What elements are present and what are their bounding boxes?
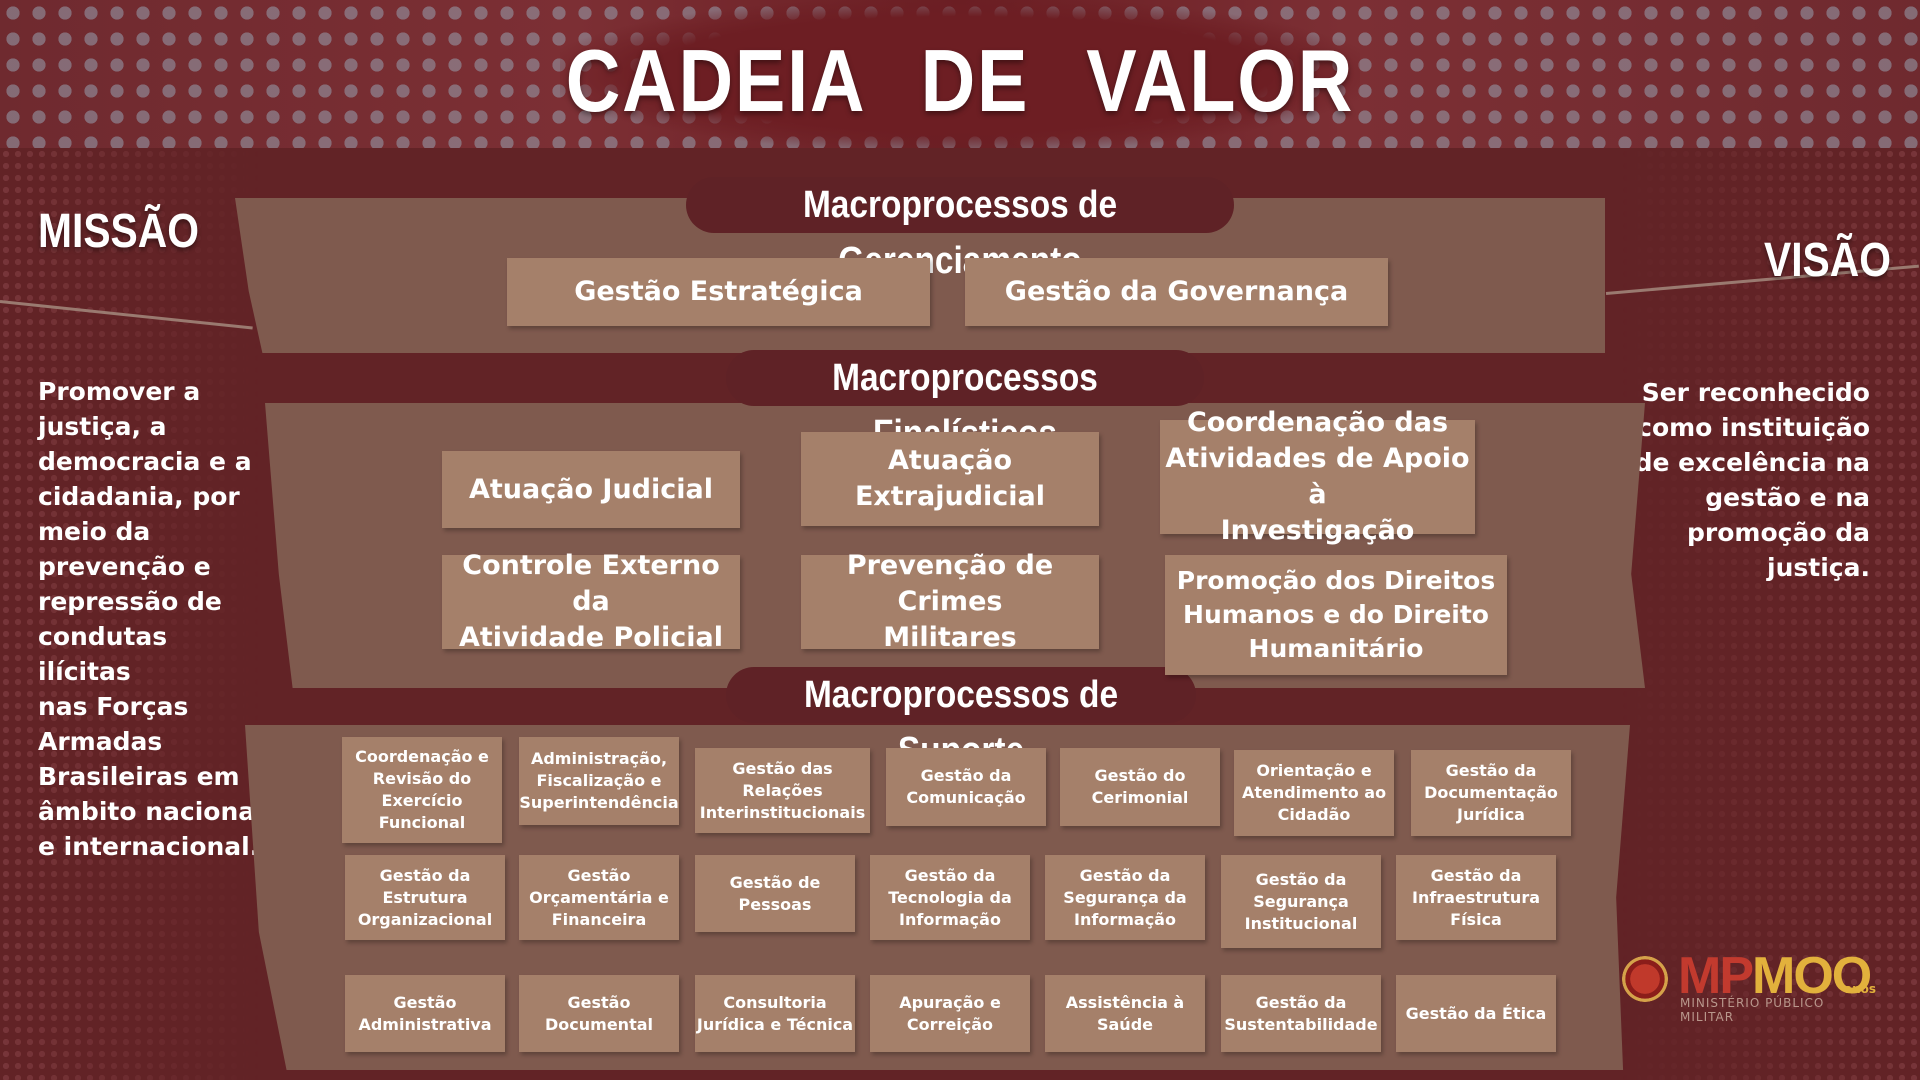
process-label: Prevenção de Crimes Militares <box>846 550 1054 653</box>
logo-anos: anos <box>1844 982 1877 996</box>
process-label: Atuação Extrajudicial <box>854 445 1046 512</box>
process-atuacao-judicial[interactable]: Atuação Judicial <box>442 451 740 528</box>
decorative-dots-left <box>0 148 260 1080</box>
logo-subtitle: MINISTÉRIO PÚBLICO MILITAR <box>1680 996 1825 1024</box>
process-label: Gestão Estratégica <box>574 276 863 307</box>
process-orientacao-atendimento[interactable]: Orientação e Atendimento ao Cidadão <box>1234 750 1394 836</box>
process-gestao-sustentabilidade[interactable]: Gestão da Sustentabilidade <box>1221 975 1381 1052</box>
process-seguranca-informacao[interactable]: Gestão da Segurança da Informação <box>1045 855 1205 940</box>
process-label: Gestão da Comunicação <box>906 766 1026 807</box>
process-apuracao-correicao[interactable]: Apuração e Correição <box>870 975 1030 1052</box>
finalisticos-title: Macroprocessos Finalísticos <box>726 350 1204 455</box>
process-estrutura-organizacional[interactable]: Gestão da Estrutura Organizacional <box>345 855 505 940</box>
suporte-title: Macroprocessos de Suporte <box>726 667 1196 772</box>
process-label: Gestão Documental <box>545 992 653 1034</box>
process-label: Gestão da Sustentabilidade <box>1224 992 1378 1034</box>
page-title: CADEIA DE VALOR <box>565 31 1355 130</box>
process-label: Gestão das Relações Interinstitucionais <box>699 758 866 822</box>
missao-text: Promover a justiça, a democracia e a cid… <box>38 377 264 861</box>
seal-icon <box>1622 956 1668 1002</box>
process-gestao-governanca[interactable]: Gestão da Governança <box>965 258 1388 326</box>
header-title-backdrop <box>560 0 1360 148</box>
process-label: Gestão da Infraestrutura Física <box>1411 865 1541 929</box>
mpm-logo: MPMOO anos MINISTÉRIO PÚBLICO MILITAR <box>1622 947 1882 1024</box>
process-atuacao-extrajudicial[interactable]: Atuação Extrajudicial <box>801 432 1099 526</box>
process-label: Gestão de Pessoas <box>729 872 821 914</box>
process-label: Gestão do Cerimonial <box>1091 766 1189 807</box>
process-gestao-estrategica[interactable]: Gestão Estratégica <box>507 258 930 326</box>
process-gestao-comunicacao[interactable]: Gestão da Comunicação <box>886 748 1046 826</box>
process-coordenacao-investigacao[interactable]: Coordenação das Atividades de Apoio à In… <box>1160 407 1475 546</box>
process-seguranca-institucional[interactable]: Gestão da Segurança Institucional <box>1221 855 1381 948</box>
process-tecnologia-informacao[interactable]: Gestão da Tecnologia da Informação <box>870 855 1030 940</box>
process-label: Orientação e Atendimento ao Cidadão <box>1241 761 1387 824</box>
process-label: Gestão Administrativa <box>358 992 492 1034</box>
process-label: Gestão da Estrutura Organizacional <box>357 865 493 929</box>
process-consultoria-juridica[interactable]: Consultoria Jurídica e Técnica <box>695 975 855 1052</box>
process-label: Atuação Judicial <box>468 473 713 505</box>
process-label: Administração, Fiscalização e Superinten… <box>519 749 679 812</box>
logo-zeros: MOO <box>1752 947 1872 1005</box>
process-documentacao-juridica[interactable]: Gestão da Documentação Jurídica <box>1411 750 1571 836</box>
process-label: Gestão da Documentação Jurídica <box>1424 761 1558 824</box>
process-prevencao-crimes[interactable]: Prevenção de Crimes Militares <box>801 550 1099 653</box>
process-orcamentaria-financeira[interactable]: Gestão Orçamentária e Financeira <box>519 855 679 940</box>
process-label: Gestão da Segurança da Informação <box>1063 865 1187 929</box>
process-infraestrutura-fisica[interactable]: Gestão da Infraestrutura Física <box>1396 855 1556 940</box>
process-gestao-documental[interactable]: Gestão Documental <box>519 975 679 1052</box>
process-relacoes-interinstitucionais[interactable]: Gestão das Relações Interinstitucionais <box>695 748 870 833</box>
process-label: Gestão da Segurança Institucional <box>1244 869 1358 933</box>
process-label: Coordenação das Atividades de Apoio à In… <box>1165 407 1470 546</box>
process-gestao-etica[interactable]: Gestão da Ética <box>1396 975 1556 1052</box>
visao-text: Ser reconhecido como instituição de exce… <box>1634 378 1870 582</box>
process-label: Coordenação e Revisão do Exercício Funci… <box>355 747 489 832</box>
process-controle-externo[interactable]: Controle Externo da Atividade Policial <box>442 550 740 653</box>
process-label: Gestão da Governança <box>1004 276 1349 307</box>
process-assistencia-saude[interactable]: Assistência à Saúde <box>1045 975 1205 1052</box>
process-label: Gestão da Tecnologia da Informação <box>888 865 1012 929</box>
process-label: Gestão Orçamentária e Financeira <box>529 865 669 929</box>
process-promocao-direitos[interactable]: Promoção dos Direitos Humanos e do Direi… <box>1165 555 1507 675</box>
missao-heading: MISSÃO <box>38 205 199 258</box>
process-label: Assistência à Saúde <box>1065 992 1185 1034</box>
process-label: Gestão da Ética <box>1405 1003 1547 1023</box>
logo-wordmark: MPMOO <box>1678 946 1872 1006</box>
visao-heading: VISÃO <box>1764 234 1891 287</box>
gerenciamento-title: Macroprocessos de Gerenciamento <box>686 177 1234 282</box>
process-coordenacao-revisao[interactable]: Coordenação e Revisão do Exercício Funci… <box>342 737 502 843</box>
process-gestao-administrativa[interactable]: Gestão Administrativa <box>345 975 505 1052</box>
process-label: Consultoria Jurídica e Técnica <box>696 992 854 1034</box>
decorative-dots-right <box>1620 148 1920 1080</box>
process-label: Controle Externo da Atividade Policial <box>458 550 724 653</box>
process-label: Apuração e Correição <box>899 992 1001 1034</box>
logo-mp: MP <box>1678 947 1754 1005</box>
process-label: Promoção dos Direitos Humanos e do Direi… <box>1176 566 1496 663</box>
process-gestao-pessoas[interactable]: Gestão de Pessoas <box>695 855 855 932</box>
process-administracao-fiscalizacao[interactable]: Administração, Fiscalização e Superinten… <box>519 737 679 825</box>
process-gestao-cerimonial[interactable]: Gestão do Cerimonial <box>1060 748 1220 826</box>
